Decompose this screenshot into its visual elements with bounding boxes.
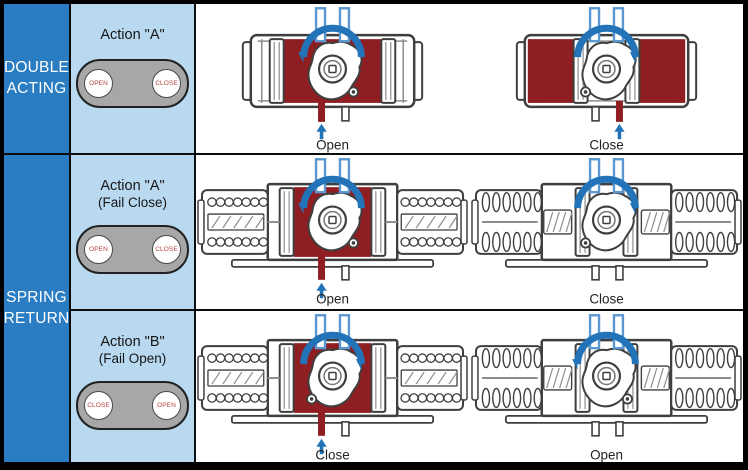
group-cell-double-acting: DOUBLE ACTING [4, 4, 71, 155]
actuator-diagram-open: Open [196, 4, 470, 153]
diagram-cell-spring-return-b: Close Open [196, 311, 743, 462]
svg-text:Close: Close [589, 138, 623, 153]
fail-mode-label: (Fail Close) [97, 195, 167, 211]
open-close-selector: OPEN CLOSE [76, 59, 189, 109]
action-label: Action "B" [100, 334, 165, 350]
group-label-line: RETURN [3, 309, 70, 327]
svg-text:Open: Open [590, 448, 623, 462]
action-cell-spring-return-a: Action "A" (Fail Close) OPEN CLOSE [71, 155, 196, 311]
selector-button-open: OPEN [84, 235, 113, 265]
selector-button-close: CLOSE [84, 391, 113, 421]
actuator-diagram-close: Close [470, 4, 744, 153]
group-label-line: DOUBLE [4, 59, 69, 77]
open-close-selector: OPEN CLOSE [76, 225, 189, 275]
svg-text:Close: Close [316, 448, 350, 462]
svg-text:Open: Open [316, 292, 349, 306]
actuator-diagram-open: Open [470, 311, 744, 462]
selector-button-close: CLOSE [152, 235, 181, 265]
group-label-line: ACTING [6, 79, 67, 97]
action-cell-double-acting-a: Action "A" OPEN CLOSE [71, 4, 196, 155]
selector-button-open: OPEN [152, 391, 181, 421]
actuator-diagram-open: Open [196, 155, 470, 309]
actuator-diagram-close: Close [470, 155, 744, 309]
diagram-cell-double-acting: Open Close [196, 4, 743, 155]
actuator-diagram-close: Close [196, 311, 470, 462]
selector-button-close: CLOSE [152, 69, 181, 99]
action-label: Action "A" [100, 27, 165, 43]
diagram-cell-spring-return-a: Open Close [196, 155, 743, 311]
fail-mode-label: (Fail Open) [98, 351, 167, 367]
svg-text:Open: Open [316, 138, 349, 153]
chart-grid: DOUBLE ACTING Action "A" OPEN CLOSE Open… [4, 4, 743, 462]
group-cell-spring-return: SPRING RETURN [4, 155, 71, 462]
action-cell-spring-return-b: Action "B" (Fail Open) CLOSE OPEN [71, 311, 196, 462]
svg-text:Close: Close [589, 292, 623, 306]
open-close-selector: CLOSE OPEN [76, 381, 189, 431]
group-label-line: SPRING [6, 289, 67, 307]
selector-button-open: OPEN [84, 69, 113, 99]
action-label: Action "A" [100, 178, 165, 194]
